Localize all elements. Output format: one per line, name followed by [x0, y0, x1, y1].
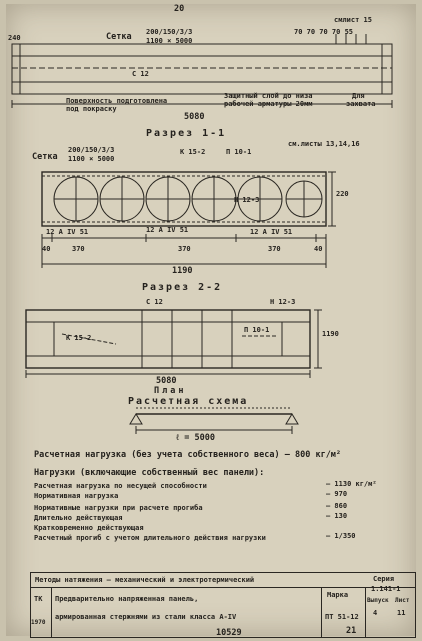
section1-outline — [41, 171, 327, 227]
load-row-label: Нормативная нагрузка — [34, 492, 119, 500]
mesh-spec: 1100 × 5000 — [68, 155, 115, 163]
sheet-reference: смлист 15 — [334, 16, 372, 24]
bar-label: С 12 — [132, 70, 149, 78]
dim-label: 370 — [178, 245, 191, 253]
drawing-linework — [11, 34, 393, 434]
dim-label: 70 70 70 70 55 — [294, 28, 354, 36]
rebar-label: 12 А IV 51 — [146, 226, 189, 234]
note: рабочей арматуры 20мм — [224, 100, 313, 108]
dim-label: 40 — [314, 245, 323, 253]
method-row: Методы натяжения — механический и электр… — [31, 573, 415, 588]
name-line: Предварительно напряженная панель, — [55, 595, 199, 603]
load-row-label: Расчетная нагрузка по несущей способност… — [34, 482, 207, 490]
mark-cell: Марка ПТ 51-12 — [321, 587, 366, 637]
section-title: Разрез 2-2 — [142, 282, 223, 293]
bar-label: Н 12-3 — [234, 196, 260, 204]
series-cell: Серия 1.141-1 Выпуск Лист 4 11 — [365, 573, 415, 637]
elevation-outline — [11, 43, 393, 95]
frame-label: К 15-2 — [180, 148, 206, 156]
note: Поверхность подготовлена — [66, 97, 168, 105]
loads-header: Нагрузки (включающие собственный вес пан… — [34, 468, 265, 478]
bar-label: С 12 — [146, 298, 163, 306]
mesh-label: Сетка — [106, 32, 132, 42]
load-row-label: Длительно действующая — [34, 514, 123, 522]
dim-label: 220 — [336, 190, 349, 198]
load-row-value: — 970 — [326, 490, 348, 498]
load-row-value: — 130 — [326, 512, 348, 520]
load-row-label: Расчетный прогиб с учетом длительного де… — [34, 534, 266, 542]
plan-outline — [25, 309, 311, 369]
issue-value: 4 — [373, 609, 378, 617]
sheet-label: Лист — [395, 597, 410, 604]
sheet-value: 11 — [397, 609, 406, 617]
load-row-value: — 860 — [326, 502, 348, 510]
page-number: 20 — [174, 4, 185, 14]
note: Защитный слой до низа — [224, 92, 313, 100]
title-block: Методы натяжения — механический и электр… — [30, 572, 416, 638]
dim-label: 1190 — [322, 330, 339, 338]
dim-label: 370 — [72, 245, 85, 253]
span-label: ℓ = 5000 — [176, 433, 216, 443]
bar-label: Н 12-3 — [270, 298, 296, 306]
section-title: Разрез 1-1 — [146, 128, 227, 139]
load-row-value: — 1/350 — [326, 532, 356, 540]
issue-label: Выпуск — [367, 597, 389, 604]
series-value: 1.141-1 — [371, 585, 401, 593]
mesh-spec: 200/150/3/3 — [146, 28, 193, 36]
series-label: Серия — [373, 575, 395, 583]
rebar-label: 12 А IV 51 — [46, 228, 89, 236]
method-text: Методы натяжения — механический и электр… — [35, 576, 255, 584]
dim-label: 240 — [8, 34, 21, 42]
rebar-label: 12 А IV 51 — [250, 228, 293, 236]
plate-label: П 10-1 — [244, 326, 270, 334]
mesh-spec: 1100 × 5000 — [146, 37, 193, 45]
plate-label: П 10-1 — [226, 148, 252, 156]
note: под покраску — [66, 105, 117, 113]
dim-label: 1190 — [172, 266, 193, 276]
sheet-reference: см.листы 13,14,16 — [288, 140, 360, 148]
dim-label: 370 — [268, 245, 281, 253]
load-row-value: — 1130 кг/м² — [326, 480, 377, 488]
plan-title: План — [154, 386, 187, 396]
note: захвата — [346, 100, 376, 108]
drawing-sheet: 20 240 Сетка 200/150/3/3 1100 × 5000 смл… — [6, 4, 416, 638]
org-label: ТК — [34, 595, 43, 603]
mesh-spec: 200/150/3/3 — [68, 146, 115, 154]
load-row-label: Нормативные нагрузки при расчете прогиба — [34, 504, 203, 512]
note: Для — [352, 92, 365, 100]
scheme-title: Расчетная схема — [128, 396, 249, 407]
frame-label: К 15-2 — [66, 334, 92, 342]
dim-label: 5080 — [184, 112, 205, 122]
org-cell: ТК 1970 — [31, 587, 52, 637]
year-label: 1970 — [31, 619, 46, 626]
dim-label: 40 — [42, 245, 51, 253]
load-row-label: Кратковременно действующая — [34, 524, 144, 532]
mark-value: ПТ 51-12 — [325, 613, 359, 621]
name-line: армированная стержнями из стали класса А… — [55, 613, 237, 621]
mark-label: Марка — [327, 591, 349, 599]
dim-label: 5080 — [156, 376, 177, 386]
name-cell: Предварительно напряженная панель, армир… — [51, 587, 322, 637]
mesh-label: Сетка — [32, 152, 58, 162]
design-load: Расчетная нагрузка (без учета собственно… — [34, 450, 342, 460]
document-number: 10529 — [216, 628, 242, 638]
document-suffix: 21 — [346, 626, 357, 636]
